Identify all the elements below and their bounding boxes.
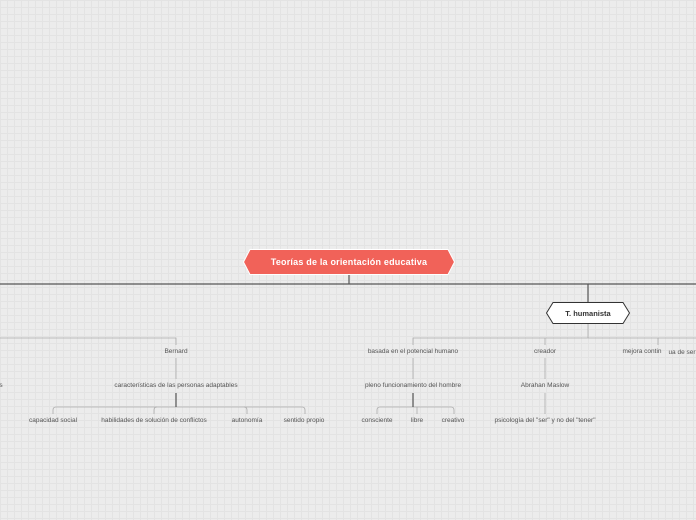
ser-tener-label[interactable]: psicología del "ser" y no del "tener"	[494, 417, 596, 424]
potencial-items-bracket	[376, 406, 455, 414]
creador-label[interactable]: creador	[533, 348, 557, 355]
pleno-funcionamiento-label[interactable]: pleno funcionamiento del hombre	[364, 382, 462, 389]
bernard-item-label[interactable]: autonomía	[231, 417, 263, 424]
humanista-node-shape	[546, 302, 630, 324]
ser-label[interactable]: ua de ser	[668, 349, 696, 356]
bernard-items-bracket	[52, 406, 306, 414]
potencial-item-label[interactable]: consciente	[361, 417, 393, 424]
bernard-branch-line	[0, 337, 177, 345]
root-topic-title: Teorías de la orientación educativa	[270, 257, 428, 267]
bernard-label[interactable]: Bernard	[164, 348, 188, 355]
root-node-shape	[243, 249, 455, 275]
humanista-branch-lines	[412, 324, 696, 345]
bernard-item-label[interactable]: habilidades de solución de conflictos	[101, 417, 207, 424]
mejora-label[interactable]: mejora contin	[622, 348, 662, 355]
potencial-item-label[interactable]: creativo	[441, 417, 465, 424]
left-cut-label[interactable]: s	[0, 382, 3, 389]
bernard-item-label[interactable]: capacidad social	[28, 417, 78, 424]
adaptable-traits-label[interactable]: características de las personas adaptabl…	[114, 382, 238, 389]
maslow-label[interactable]: Abrahan Maslow	[520, 382, 570, 389]
bernard-items-ticks	[153, 406, 248, 414]
potencial-label[interactable]: basada en el potencial humano	[367, 348, 459, 355]
potencial-item-label[interactable]: libre	[410, 417, 424, 424]
humanista-topic-node[interactable]: T. humanista	[546, 302, 630, 324]
humanista-topic-title: T. humanista	[565, 308, 611, 318]
bernard-item-label[interactable]: sentido propio	[283, 417, 325, 424]
root-topic-node[interactable]: Teorías de la orientación educativa	[243, 249, 455, 275]
